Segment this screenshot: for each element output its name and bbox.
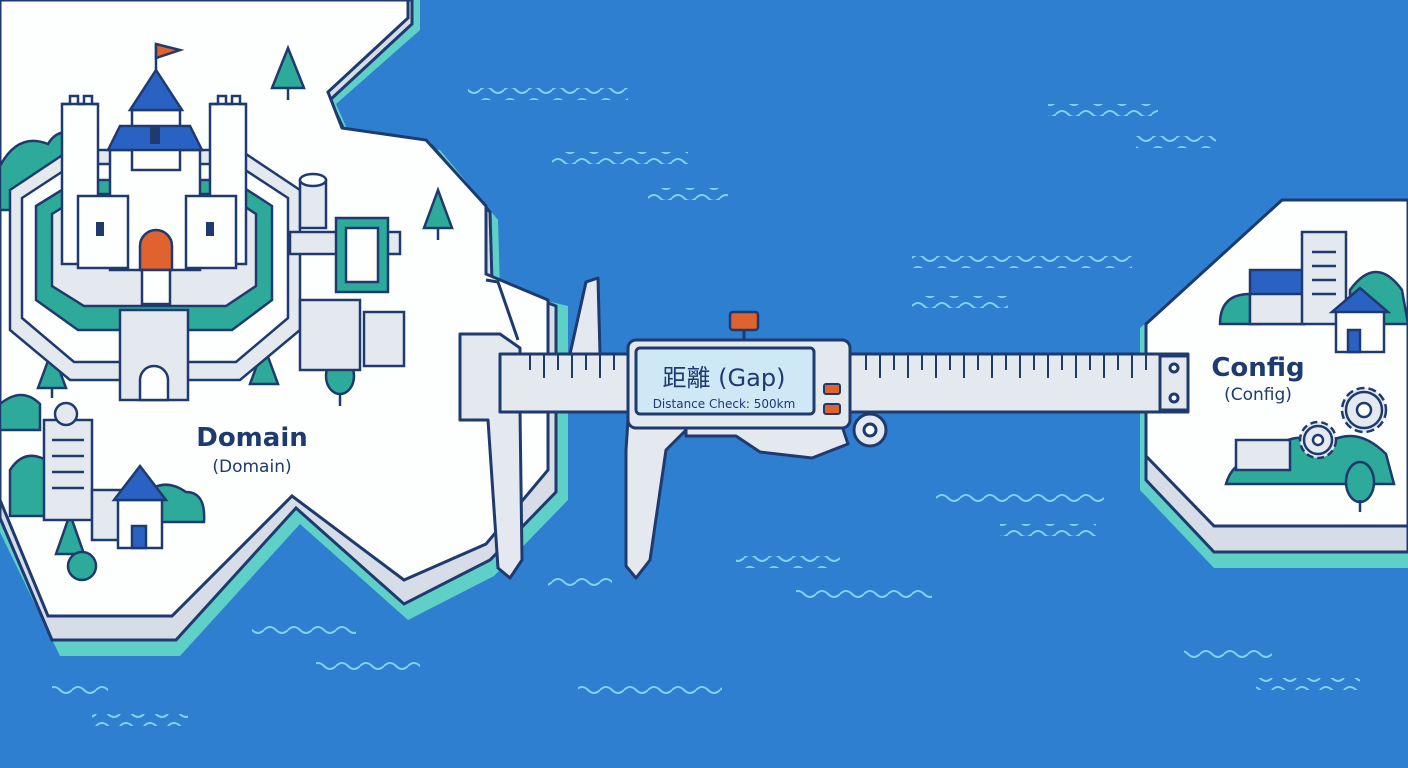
right-region-title: Config	[1211, 353, 1304, 383]
dock-block	[1234, 438, 1292, 472]
pine-tree-icon	[54, 510, 86, 556]
left-region-title: Domain	[196, 423, 308, 453]
sea-waves	[52, 88, 1360, 726]
house-icon	[111, 463, 169, 550]
gear-icon	[1340, 386, 1388, 434]
caliper-icon	[458, 276, 1190, 580]
office-building-icon	[1248, 230, 1348, 326]
castle-icon	[8, 42, 406, 402]
caliper-title: 距離 (Gap)	[663, 364, 786, 392]
caliper-button[interactable]	[823, 403, 841, 415]
pine-tree-icon	[270, 44, 306, 100]
left-region-subtitle: (Domain)	[212, 457, 291, 477]
gear-icon	[1298, 420, 1338, 460]
right-island: Config (Config)	[1140, 198, 1408, 568]
house-icon	[1328, 286, 1392, 354]
caliper-scale-ticks	[529, 354, 1147, 378]
caliper-lcd	[634, 346, 816, 416]
pine-tree-icon	[422, 186, 454, 240]
caliper-readout: Distance Check: 500km	[653, 397, 796, 411]
right-region-subtitle: (Config)	[1224, 385, 1292, 405]
round-tree-icon	[1344, 460, 1376, 512]
caliper-button[interactable]	[823, 383, 841, 395]
left-island: Domain (Domain)	[0, 0, 568, 656]
caliper-thumb-wheel[interactable]	[728, 310, 760, 332]
